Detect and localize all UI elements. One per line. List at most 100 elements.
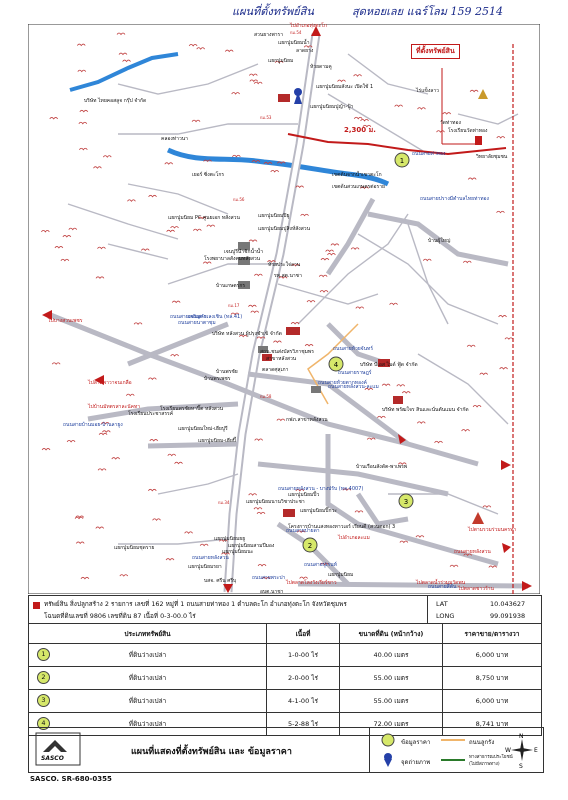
- tree-mark: [299, 576, 308, 580]
- tree-mark: [51, 362, 61, 365]
- tree-mark: [354, 510, 364, 513]
- tree-mark: [253, 81, 263, 85]
- map-label: คลองท่าวนา: [161, 136, 188, 142]
- tree-mark: [330, 243, 340, 247]
- map-label: ถนนสายบ้านมอย-บ้านลายูง: [63, 422, 123, 428]
- tree-mark: [147, 488, 157, 492]
- tree-mark: [170, 354, 179, 357]
- sasco-logo: [35, 732, 81, 766]
- tree-mark: [319, 290, 329, 293]
- tree-mark: [416, 421, 426, 424]
- tree-mark: [170, 226, 179, 229]
- map-label: แยกปูมนิยมปิ๊กวะ: [300, 508, 337, 514]
- tree-mark: [479, 372, 489, 376]
- tree-mark: [250, 310, 260, 314]
- type-text: ที่ดินว่างเปล่า: [128, 720, 167, 728]
- map-label: ไปอำเภอทุ่งตะโก: [290, 23, 327, 29]
- map-label: แยกปูมนิยมสามปีมอง: [228, 543, 275, 549]
- tree-mark: [436, 130, 445, 133]
- svg-text:4: 4: [334, 361, 339, 369]
- tree-mark: [488, 565, 498, 569]
- coordinates: LAT 10.043627 LONG 99.091938: [427, 596, 542, 624]
- tree-mark: [75, 541, 85, 545]
- tree-mark: [360, 186, 369, 190]
- tree-mark: [498, 315, 507, 318]
- svg-text:กม.56: กม.56: [233, 197, 245, 202]
- map-canvas: 1 2 3 4: [27, 23, 541, 595]
- tree-mark: [101, 430, 111, 433]
- map-label: บสจ. ศรีน ศรีบุ: [204, 578, 237, 584]
- map-label: บ้านพรเพชร: [204, 376, 231, 382]
- map-label: แยกปูมนิยมใหม่-เฮียปูรี: [178, 426, 228, 432]
- tree-mark: [148, 377, 157, 381]
- col-price: ราคาขาย/ตารางวา: [442, 623, 542, 644]
- map-label: เยอร์ ซิ่งตะโกร: [192, 172, 225, 178]
- document-code: SASCO. SR-680-0355: [30, 775, 112, 783]
- map-label: แยกปูมนิยมนะ: [222, 549, 254, 555]
- map-label: ไปตามรวมร่วมนครท่า: [468, 527, 517, 533]
- river-upper: [69, 52, 179, 92]
- tree-mark: [276, 161, 286, 165]
- col-area: เนื้อที่: [266, 623, 340, 644]
- map-label: ไปตลาดโลงวังเรียร์ขาว: [286, 580, 337, 586]
- comparable-number: 3: [37, 694, 50, 707]
- map-label: ไปตลาดน้ำร่วมมวัดพน: [416, 580, 466, 586]
- tree-mark: [342, 488, 352, 491]
- tree-mark: [98, 432, 108, 436]
- map-label: ถนนสายหลังสวน-ละแม: [328, 384, 379, 390]
- govt-building-icons: [238, 242, 321, 393]
- building-icons: [262, 94, 403, 517]
- temple-icon: [478, 89, 488, 99]
- tree-mark: [469, 89, 479, 93]
- tree-mark: [77, 69, 87, 73]
- handwritten-title-right: สุดหอยเลย แฉร์โลม 159 2514: [352, 5, 503, 18]
- temple-icon-2: [472, 512, 484, 524]
- cell-price: 6,000 บาท: [442, 643, 542, 667]
- tree-mark: [366, 437, 376, 441]
- cell-price: 8,750 บาท: [442, 666, 542, 690]
- direction-arrows: [42, 26, 532, 593]
- tree-mark: [100, 422, 110, 425]
- tree-mark: [377, 415, 386, 419]
- tree-mark: [191, 119, 201, 123]
- tree-mark: [60, 258, 70, 262]
- tree-mark: [355, 306, 365, 310]
- type-text: ที่ดินว่างเปล่า: [128, 651, 167, 659]
- tree-mark: [462, 260, 472, 264]
- tree-mark: [306, 300, 316, 303]
- map-label: แยกปูมนิยม: [268, 58, 294, 64]
- map-label: ถนนสายหลังสวน: [454, 549, 491, 555]
- tree-mark: [417, 107, 426, 110]
- tree-mark: [232, 154, 241, 158]
- photo-point-marker: [294, 88, 302, 104]
- comparable-4-marker: 4: [328, 356, 344, 372]
- tree-mark: [350, 247, 360, 250]
- svg-text:N: N: [519, 733, 524, 740]
- tree-mark: [116, 32, 126, 36]
- tree-mark: [97, 468, 107, 471]
- tree-mark: [184, 531, 193, 534]
- legend-public-road-note: (ไม่มีสภาพทาง): [469, 762, 500, 767]
- tree-mark: [401, 391, 411, 394]
- map-label: ถนนสายพระปา: [252, 575, 286, 581]
- svg-text:กม.17: กม.17: [228, 303, 240, 308]
- tree-mark: [197, 216, 207, 220]
- tree-mark: [364, 387, 374, 391]
- tree-mark: [80, 576, 90, 580]
- tree-mark: [76, 43, 86, 47]
- tree-mark: [415, 535, 425, 538]
- tree-mark: [461, 429, 470, 432]
- distance-label: 2,300 ม.: [344, 126, 376, 134]
- map-label: ถนนสายห้วยจันทร์: [333, 346, 374, 352]
- tree-mark: [230, 312, 240, 316]
- tree-mark: [174, 461, 183, 465]
- map-label: ห้วยดามคู: [310, 64, 332, 70]
- tree-mark: [93, 166, 102, 169]
- tree-mark: [472, 404, 482, 408]
- cell-frontage: 55.00 เมตร: [339, 666, 443, 690]
- map-label: รพ.สต.นาชา: [274, 273, 302, 279]
- tree-mark: [353, 116, 363, 120]
